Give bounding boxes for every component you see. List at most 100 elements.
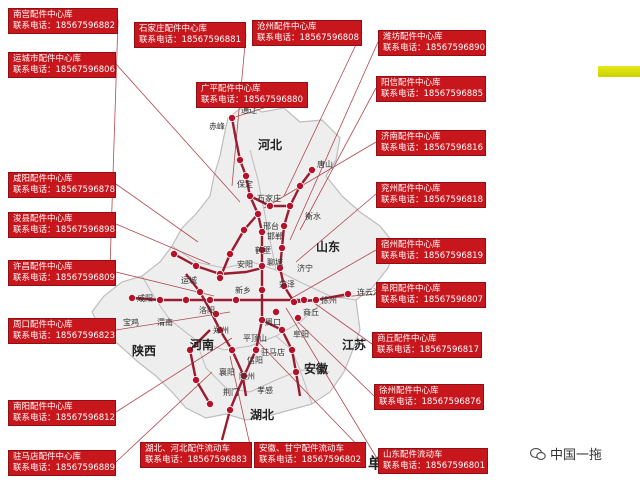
depot-card: 周口配件中心库联系电话：18567596823 (8, 318, 116, 344)
route-node (245, 191, 254, 200)
leader-line (231, 33, 247, 187)
depot-name: 徐州配件中心库 (379, 386, 439, 396)
city-label: 徐州 (321, 296, 337, 305)
depot-card: 浚县配件中心库联系电话：18567596898 (8, 212, 116, 238)
watermark: 中国一拖 (529, 444, 602, 463)
depot-card: 阜阳配件中心库联系电话：18567596807 (376, 282, 486, 308)
depot-name: 浚县配件中心库 (13, 214, 73, 224)
depot-name: 沧州配件中心库 (257, 22, 317, 32)
depot-name: 咸阳配件中心库 (13, 174, 73, 184)
route-node (257, 261, 266, 270)
depot-phone: 联系电话：18567596806 (13, 65, 115, 75)
depot-name: 阳信配件中心库 (381, 78, 441, 88)
route-node (275, 263, 284, 272)
city-label: 石家庄 (257, 194, 281, 203)
route-node (191, 375, 200, 384)
depot-name: 兖州配件中心库 (381, 184, 441, 194)
depot-name: 广平配件中心库 (201, 84, 261, 94)
route-node (277, 243, 286, 252)
city-label: 鹤壁 (255, 246, 271, 255)
route-node (239, 371, 248, 380)
route-node (279, 281, 288, 290)
route-line (131, 296, 304, 302)
depot-name: 运城市配件中心库 (13, 54, 82, 64)
depot-phone: 联系电话：18567596889 (13, 463, 115, 473)
depot-card: 南阳配件中心库联系电话：18567596812 (8, 400, 116, 426)
depot-phone: 联系电话：18567596878 (13, 185, 115, 195)
province-label: 河北 (258, 138, 283, 152)
route-node (253, 209, 262, 218)
route-node (257, 245, 266, 254)
depot-name: 驻马店配件中心库 (13, 452, 82, 462)
leader-line (285, 307, 379, 461)
leader-line (257, 341, 367, 455)
city-label: 渭南 (157, 318, 173, 327)
route-node (289, 297, 298, 306)
route-node (265, 201, 274, 210)
accent-bar (598, 66, 640, 77)
depot-name: 南阳配件中心库 (13, 402, 73, 412)
city-label: 衡水 (305, 212, 321, 221)
route-node (285, 201, 294, 210)
depot-card: 商丘配件中心库联系电话：18567596817 (372, 332, 482, 358)
leader-line (115, 183, 199, 243)
route-node (205, 295, 214, 304)
city-label: 平顶山 (243, 334, 267, 343)
route-node (155, 295, 164, 304)
depot-name: 许昌配件中心库 (13, 262, 73, 272)
city-label: 商丘 (303, 308, 319, 317)
leader-line (299, 87, 377, 231)
depot-phone: 联系电话：18567596885 (381, 89, 483, 99)
city-label: 通辽 (241, 106, 257, 115)
leader-line (115, 311, 231, 331)
depot-name: 湖北、河北配件流动车 (145, 444, 231, 454)
route-node (215, 325, 224, 334)
depot-phone: 联系电话：18567596817 (377, 345, 479, 355)
city-label: 赤峰 (209, 122, 225, 131)
city-label: 周口 (265, 318, 281, 327)
city-label: 信阳 (247, 356, 263, 365)
city-label: 随州 (239, 372, 255, 381)
route-node (295, 181, 304, 190)
city-label: 新乡 (235, 286, 251, 295)
city-label: 荆门 (223, 388, 239, 397)
city-label: 郑州 (213, 326, 229, 335)
depot-card: 山东配件流动车联系电话：18567596801 (378, 448, 488, 474)
depot-name: 安徽、甘宁配件流动车 (259, 444, 345, 454)
depot-phone: 联系电话：18567596801 (383, 461, 485, 471)
depot-name: 济南配件中心库 (381, 132, 441, 142)
route-node (291, 367, 300, 376)
city-label: 洛阳 (199, 306, 215, 315)
leader-line (115, 371, 213, 463)
route-node (279, 221, 288, 230)
depot-card: 南宫配件中心库联系电话：18567596882 (8, 8, 118, 34)
depot-card: 运城市配件中心库联系电话：18567596806 (8, 52, 116, 78)
city-label: 安阳 (237, 260, 253, 269)
leader-line (229, 355, 253, 455)
route-line (188, 329, 212, 405)
province-border-3 (141, 275, 331, 351)
route-node (287, 345, 296, 354)
leader-line (295, 193, 377, 263)
province-label: 陕西 (132, 344, 157, 358)
leader-line (309, 299, 373, 345)
depot-card: 广平配件中心库联系电话：18567596880 (196, 82, 308, 108)
depot-card: 潍坊配件中心库联系电话：18567596890 (378, 30, 486, 56)
depot-name: 宿州配件中心库 (381, 240, 441, 250)
depot-card: 徐州配件中心库联系电话：18567596876 (374, 384, 484, 410)
depot-name: 山东配件流动车 (383, 450, 443, 460)
depot-phone: 联系电话：18567596881 (139, 35, 241, 45)
route-node (231, 295, 240, 304)
region-outline (91, 103, 397, 421)
route-node (299, 295, 308, 304)
city-label: 连云港 (357, 288, 381, 297)
route-node (227, 114, 236, 123)
leader-line (291, 249, 377, 299)
wechat-icon (529, 447, 546, 461)
route-node (257, 315, 266, 324)
depot-phone: 联系电话：18567596890 (383, 43, 485, 53)
depot-card: 兖州配件中心库联系电话：18567596818 (376, 182, 486, 208)
depot-card: 石家庄配件中心库联系电话：18567596881 (134, 22, 246, 48)
depot-name: 石家庄配件中心库 (139, 24, 208, 34)
